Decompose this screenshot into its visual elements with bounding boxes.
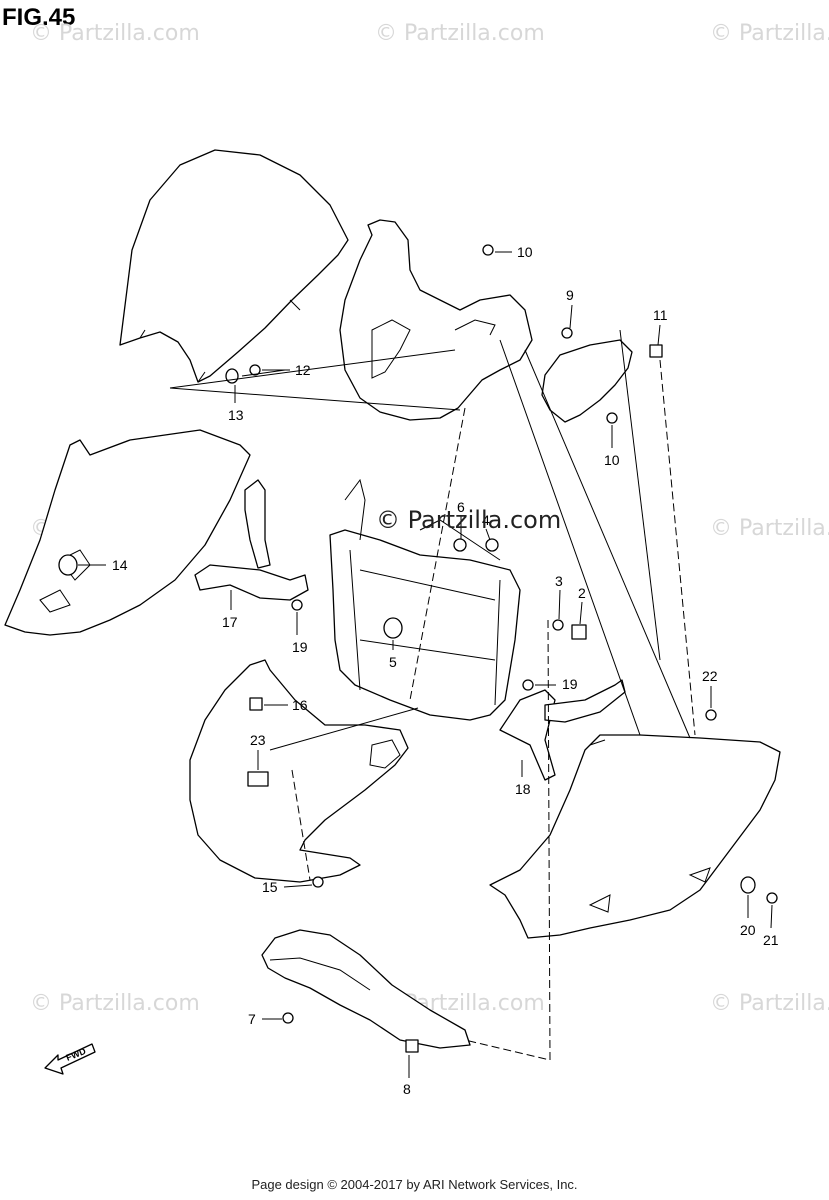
bracket-18-part [499, 689, 556, 781]
callout-label: 9 [566, 287, 574, 303]
callout-label: 22 [702, 668, 718, 684]
watermark: © Partzilla.com [710, 21, 829, 46]
callout-label: 18 [515, 781, 531, 797]
callout-label: 5 [389, 654, 397, 670]
left-side-cowl-part [4, 429, 251, 636]
figure-title: FIG.45 [2, 4, 76, 31]
leader-lines [169, 329, 696, 1061]
callout-label: 2 [578, 585, 586, 601]
callout-ticks [78, 251, 773, 1078]
lower-center-cowl-part [189, 659, 409, 883]
callout-label: 13 [228, 407, 244, 423]
callout-label: 17 [222, 614, 238, 630]
watermark: © Partzilla.com [710, 991, 829, 1016]
watermark: © Partzilla.com [710, 516, 829, 541]
callout-label: 8 [403, 1081, 411, 1097]
callout-label: 12 [295, 362, 311, 378]
callout-label: 3 [555, 573, 563, 589]
windscreen-part [119, 149, 349, 383]
watermark: © Partzilla.com [30, 21, 200, 46]
cowl-stay-part [329, 529, 521, 721]
callout-label: 7 [248, 1011, 256, 1027]
callout-label: 4 [482, 512, 490, 528]
side-bracket-part [541, 339, 633, 423]
callout-label: 11 [653, 307, 668, 323]
inner-cowl-part [339, 219, 533, 421]
under-cowl-part [261, 929, 471, 1049]
callout-label: 20 [740, 922, 756, 938]
callout-label: 19 [562, 676, 578, 692]
right-lower-cowl-part [489, 734, 781, 939]
watermark: © Partzilla.com [375, 21, 545, 46]
callout-label: 14 [112, 557, 128, 573]
page-footer: Page design © 2004-2017 by ARI Network S… [251, 1177, 578, 1192]
bracket-17-part [194, 564, 309, 601]
center-watermark: © Partzilla.com [376, 506, 561, 534]
hardware-group [58, 244, 778, 1053]
callout-label: 16 [292, 697, 308, 713]
callout-label: 21 [763, 932, 779, 948]
callout-label: 19 [292, 639, 308, 655]
callout-label: 10 [517, 244, 533, 260]
callout-label: 6 [457, 499, 465, 515]
watermark: © Partzilla.com [30, 991, 200, 1016]
fwd-arrow-icon: FWD [44, 1043, 96, 1075]
callout-label: 15 [262, 879, 278, 895]
callout-label: 10 [604, 452, 620, 468]
callout-label: 23 [250, 732, 266, 748]
